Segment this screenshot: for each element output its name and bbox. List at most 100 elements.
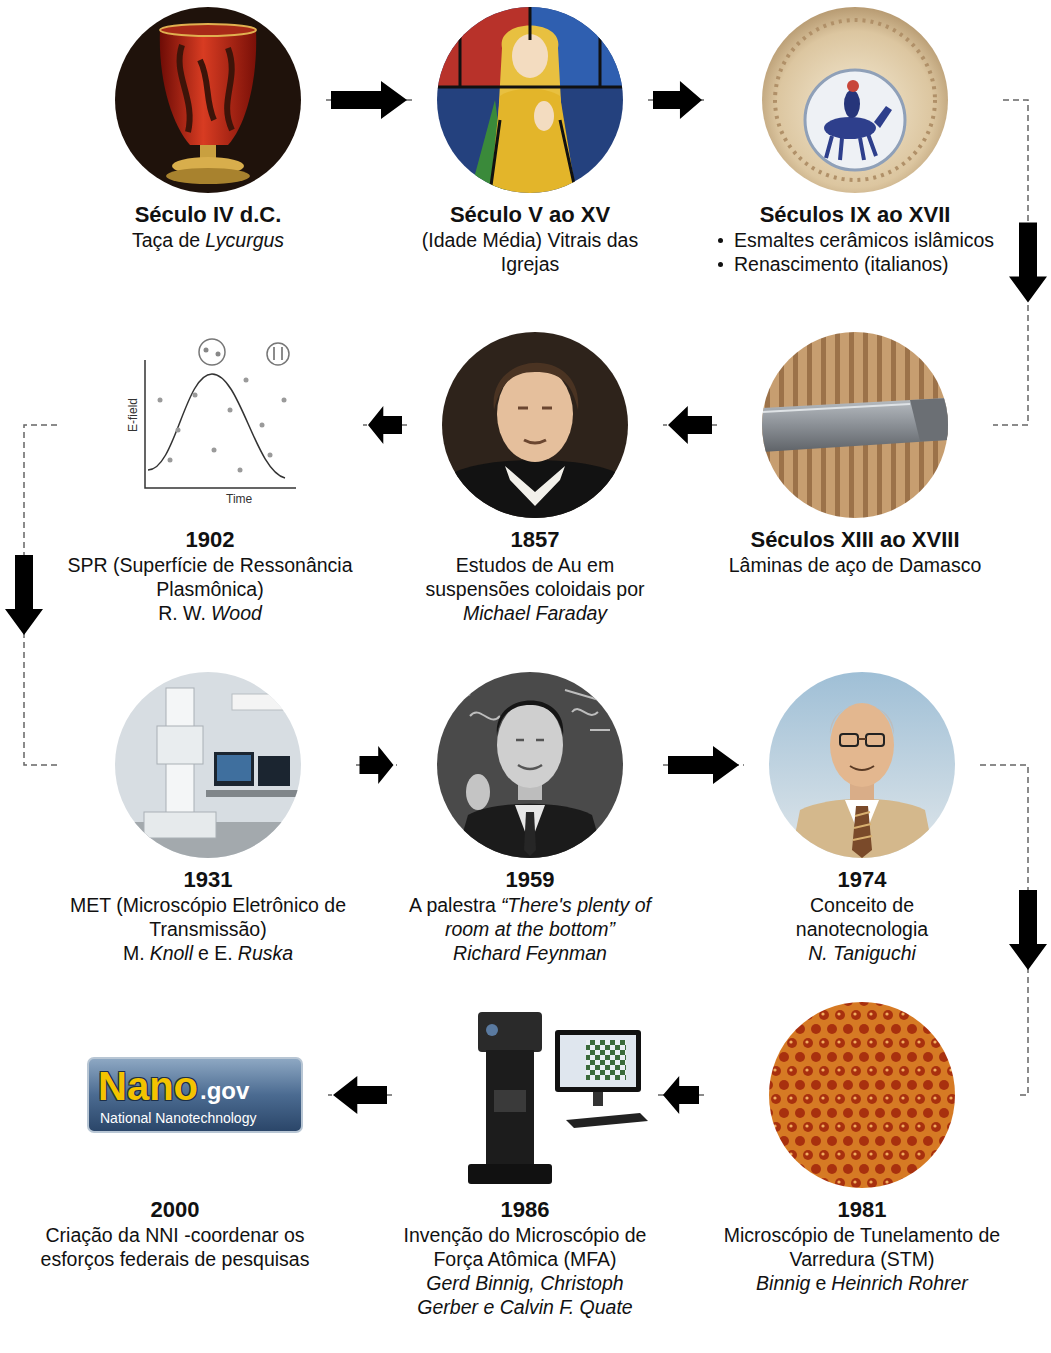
tie-stripes — [853, 812, 872, 840]
block-arrow — [668, 406, 712, 444]
blade — [762, 398, 948, 452]
item-description: SPR (Superfície de Ressonância Plasmônic… — [60, 553, 360, 601]
electron-cloud-icon — [199, 339, 225, 365]
timeline-connector — [326, 81, 412, 119]
timeline-connector — [658, 1076, 704, 1114]
bowl-horse — [826, 134, 876, 160]
item-date: 1959 — [400, 866, 660, 893]
portrait-hair — [494, 363, 579, 410]
electron-dot — [204, 348, 209, 353]
bullet-item: Renascimento (italianos) — [710, 252, 1000, 276]
item-author: Richard Feynman — [400, 941, 660, 965]
air-conditioner — [232, 694, 284, 710]
portrait-features — [518, 408, 552, 443]
cup-rim — [160, 24, 256, 36]
cup-bowl — [160, 30, 256, 145]
timeline-connector — [5, 425, 60, 765]
timeline-connector — [663, 406, 717, 444]
bowl-medallion — [805, 70, 905, 170]
item-date: 1981 — [707, 1196, 1017, 1223]
block-arrow — [653, 81, 702, 119]
afm-base — [468, 1164, 552, 1184]
item-text: A palestra — [409, 894, 496, 916]
portrait-face — [497, 702, 563, 788]
block-arrow — [360, 746, 394, 784]
block-arrow — [1009, 223, 1047, 303]
particle — [193, 393, 198, 398]
afm-knob — [486, 1024, 498, 1036]
afm-instrument — [468, 1012, 648, 1184]
item-author: Michael Faraday — [410, 601, 660, 625]
block-arrow — [5, 555, 43, 635]
portrait-collar — [505, 466, 565, 506]
ceramic-bowl-picture — [762, 7, 948, 193]
monitor-screen — [217, 755, 251, 781]
particle — [282, 398, 287, 403]
item-author: N. Taniguchi — [747, 941, 977, 965]
bowl-rider — [844, 90, 860, 118]
timeline-item: Século IV d.C.Taça deLycurgus — [93, 7, 323, 252]
feynman-portrait — [437, 672, 623, 860]
axis-label: E-field — [126, 398, 140, 432]
afm-monitor — [555, 1030, 641, 1092]
afm-tower — [486, 1050, 534, 1168]
item-description: Estudos de Au em suspensões coloidais po… — [410, 553, 660, 601]
monitor-stand — [593, 1092, 603, 1106]
block-arrow — [668, 746, 739, 784]
portrait-hair — [497, 700, 563, 735]
logo-text: .gov — [200, 1077, 249, 1105]
italic-name: Ruska — [238, 942, 293, 964]
item-date: 1931 — [63, 866, 353, 893]
item-description: Lâminas de aço de Damasco — [720, 553, 990, 577]
item-description: Criação da NNI -coordenar os esforços fe… — [25, 1223, 325, 1271]
italic-name: Wood — [211, 602, 262, 624]
item-date: Séculos XIII ao XVIII — [720, 526, 990, 553]
electron-dot — [216, 352, 221, 357]
italic-name: Binnig — [756, 1272, 810, 1294]
item-author: Gerd Binnig, Christoph Gerber e Calvin F… — [395, 1271, 655, 1319]
item-description: Conceito de nanotecnologia — [747, 893, 977, 941]
item-description: Invenção do Microscópio de Força Atômica… — [395, 1223, 655, 1271]
block-arrow — [331, 81, 407, 119]
portrait-face — [830, 703, 894, 787]
particle — [238, 468, 243, 473]
particle — [168, 458, 173, 463]
lab-desk — [206, 790, 302, 797]
item-date: 2000 — [25, 1196, 325, 1223]
text-line: Taça deLycurgus — [93, 228, 323, 252]
faraday-portrait — [440, 332, 630, 520]
tem-lab-picture — [115, 672, 302, 862]
stained-glass-picture — [437, 7, 623, 193]
picture-ground — [115, 7, 301, 193]
italic-name: Lycurgus — [205, 229, 284, 251]
timeline-item: Século V ao XV(Idade Média) Vitrais das … — [415, 7, 645, 276]
timeline-item: Séculos IX ao XVIIEsmaltes cerâmicos isl… — [710, 7, 1000, 276]
timeline-item: Séculos XIII ao XVIIILâminas de aço de D… — [720, 332, 990, 577]
timeline-connector — [356, 746, 397, 784]
axis-label: Time — [226, 492, 252, 506]
glass-hands — [534, 101, 554, 131]
bowl-rider — [847, 80, 859, 92]
bullet-item: Esmaltes cerâmicos islâmicos — [710, 228, 1000, 252]
portrait-features — [516, 740, 544, 769]
timeline-connector — [648, 81, 707, 119]
particle — [268, 453, 273, 458]
item-date: 1857 — [410, 526, 660, 553]
field-arrows — [274, 347, 282, 360]
item-date: 1974 — [747, 866, 977, 893]
electron-cloud-icon — [267, 343, 289, 365]
item-description: (Idade Média) Vitrais das Igrejas — [415, 228, 645, 276]
afm-stage — [494, 1090, 526, 1112]
blade-tang — [910, 398, 948, 441]
timeline-item: 1931MET (Microscópio Eletrônico de Trans… — [63, 672, 353, 965]
item-description: MET (Microscópio Eletrônico de Transmiss… — [63, 893, 353, 941]
particle — [212, 448, 217, 453]
particle — [228, 408, 233, 413]
logo-plate — [88, 1058, 302, 1132]
afm-scan-image — [586, 1040, 626, 1080]
timeline-connector — [663, 746, 744, 784]
cup-figures — [180, 45, 232, 132]
logo-text: National Nanotechnology — [100, 1110, 256, 1126]
